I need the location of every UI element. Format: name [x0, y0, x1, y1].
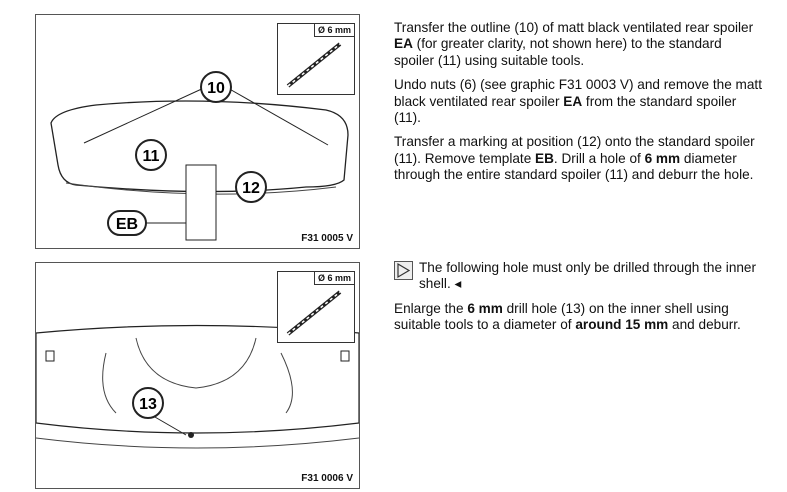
text-segment: diameter through the entire standard spo… — [394, 150, 754, 183]
text-segment: and deburr. — [668, 317, 741, 333]
paragraph: Enlarge the 6 mm drill hole (13) on the … — [394, 301, 764, 334]
spoiler-illustration: 10 11 12 EB — [50, 71, 349, 241]
paragraph: Transfer a marking at position (12) onto… — [394, 134, 764, 183]
text-segment: Transfer the outline (10) of matt black … — [394, 20, 754, 35]
figure-inner-shell: 13 Ø 6 mm F31 0006 V — [35, 262, 360, 489]
figure-spoiler-outline: 10 11 12 EB Ø 6 mm F31 0005 V — [35, 14, 360, 249]
drill-bit-inset: Ø 6 mm — [277, 23, 355, 95]
drill-bit-icon — [286, 290, 342, 336]
step2-text: The following hole must only be drilled … — [394, 260, 764, 342]
callout-12: 12 — [242, 180, 260, 197]
text-segment: Undo nuts (6) (see graphic F31 0003 V) a… — [394, 77, 762, 109]
figure-code: F31 0005 V — [301, 233, 353, 244]
note-triangle-icon — [394, 261, 413, 280]
bold-text: EA — [394, 36, 413, 52]
figure-code: F31 0006 V — [301, 473, 353, 484]
text-segment: . Drill a hole of — [553, 150, 645, 166]
bold-text: 6 mm — [644, 150, 681, 166]
bold-text: EB — [535, 150, 554, 166]
callout-eb: EB — [116, 216, 138, 233]
drill-bit-icon — [286, 42, 342, 88]
text-segment: Enlarge the — [394, 300, 468, 316]
drill-size-label: Ø 6 mm — [313, 272, 354, 285]
bold-text: 6 mm — [467, 300, 503, 316]
callout-13: 13 — [139, 396, 157, 413]
paragraph: Transfer the outline (10) of matt black … — [394, 20, 764, 69]
step1-text: Transfer the outline (10) of matt black … — [394, 20, 764, 192]
text-segment: drill hole (13) on the inner shell using… — [394, 300, 729, 333]
bold-text: EA — [563, 93, 583, 109]
callout-11: 11 — [143, 148, 160, 165]
text-segment: Transfer a marking at position (12) onto… — [394, 134, 755, 166]
callout-10: 10 — [207, 80, 225, 97]
drill-bit-inset: Ø 6 mm — [277, 271, 355, 343]
paragraph: Undo nuts (6) (see graphic F31 0003 V) a… — [394, 77, 764, 126]
text-segment: from the standard spoiler (11). — [394, 93, 737, 126]
bold-text: around 15 mm — [575, 317, 669, 333]
drill-size-label: Ø 6 mm — [313, 24, 354, 37]
text-segment: (for greater clarity, not shown here) to… — [394, 36, 722, 68]
inner-shell-illustration: 13 — [36, 324, 359, 449]
note-text: The following hole must only be drilled … — [419, 260, 757, 292]
note: The following hole must only be drilled … — [394, 260, 764, 293]
